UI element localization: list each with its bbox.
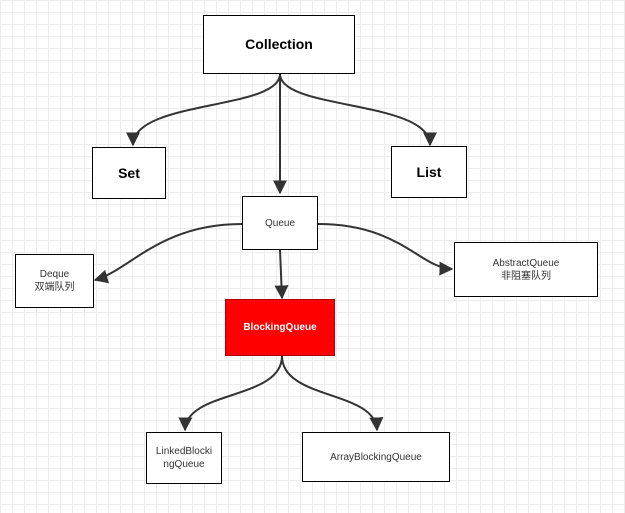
node-linked-blocking-queue-label: LinkedBlocki ngQueue <box>155 446 213 470</box>
node-queue-label: Queue <box>264 217 296 229</box>
node-deque-label: Deque 双端队列 <box>34 269 75 293</box>
edge-blockingqueue-array <box>281 355 384 432</box>
node-list: List <box>391 146 467 198</box>
node-set: Set <box>92 147 166 199</box>
node-blocking-queue: BlockingQueue <box>225 299 335 356</box>
node-list-label: List <box>416 163 442 180</box>
node-collection-label: Collection <box>245 36 313 52</box>
node-collection: Collection <box>203 15 355 74</box>
node-abstract-queue: AbstractQueue 非阻塞队列 <box>454 242 598 297</box>
edge-collection-set <box>126 73 281 147</box>
edge-collection-list <box>279 73 437 147</box>
edge-blockingqueue-linked <box>178 355 283 432</box>
node-array-blocking-queue-label: ArrayBlockingQueue <box>330 451 422 463</box>
node-blocking-queue-label: BlockingQueue <box>243 322 317 333</box>
node-abstract-queue-label: AbstractQueue 非阻塞队列 <box>492 257 560 282</box>
node-array-blocking-queue: ArrayBlockingQueue <box>302 432 450 482</box>
edge-queue-blockingqueue <box>274 249 289 300</box>
node-queue: Queue <box>242 196 318 250</box>
node-deque: Deque 双端队列 <box>15 254 94 308</box>
edge-queue-abstractqueue <box>317 223 454 276</box>
node-linked-blocking-queue: LinkedBlocki ngQueue <box>146 432 222 484</box>
edge-queue-deque <box>93 223 243 284</box>
node-set-label: Set <box>118 164 140 181</box>
